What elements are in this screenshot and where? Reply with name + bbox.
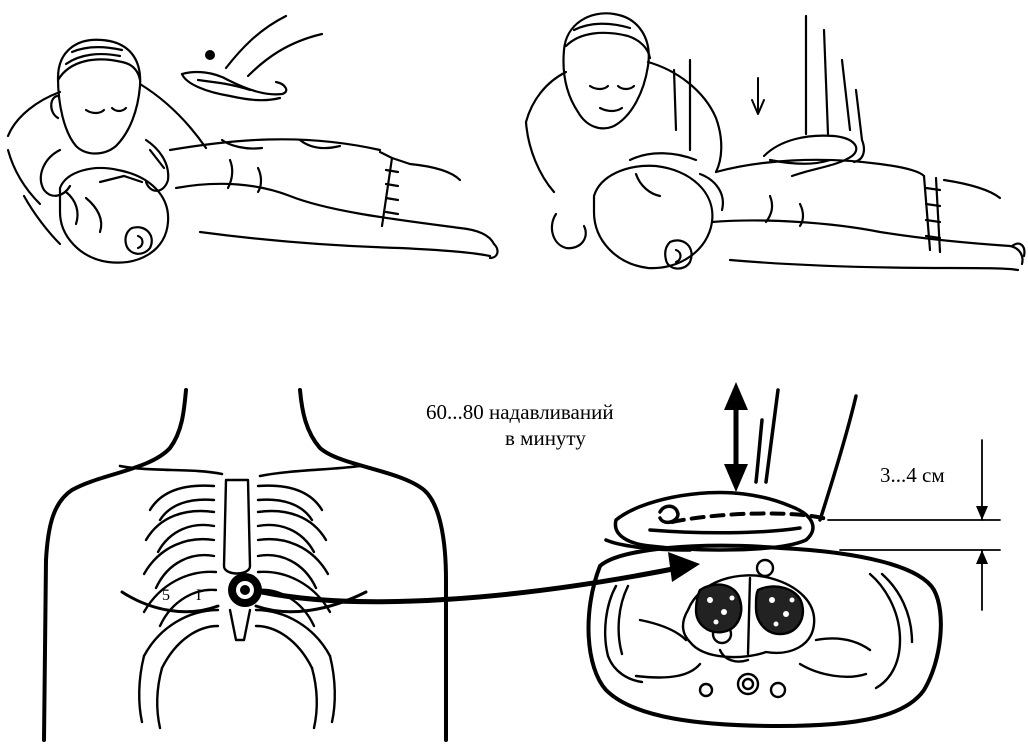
collarbones (120, 466, 360, 476)
compression-rate-label: 60...80 надавливаний (426, 400, 614, 425)
inner-structures (605, 560, 912, 697)
rescuer-head-breathing (51, 40, 140, 154)
torso-outline (44, 390, 446, 740)
marker-five-label: 5 (162, 587, 170, 604)
lung-speckle (730, 596, 735, 601)
lung-speckle (714, 620, 719, 625)
sternum (224, 480, 250, 640)
rescuer-head-compressions (564, 13, 650, 128)
compression-rate-arrow (724, 382, 748, 492)
rescuer-body-breathing (8, 84, 206, 244)
rescuer-body-compressions (526, 60, 721, 192)
location-pointer-arrowhead (668, 552, 700, 582)
compression-down-arrow (752, 78, 764, 114)
patient-head-breathing (60, 168, 168, 263)
patient-body-breathing (170, 139, 497, 258)
patient-head-compressions (552, 153, 723, 268)
compression-point-marker (228, 573, 262, 607)
compression-rate-unit-label: в минуту (505, 426, 586, 451)
breath-check-hand (182, 16, 322, 100)
panel-chest-cross-section (589, 390, 941, 726)
marker-one-label: I (196, 587, 201, 604)
lung-speckle (707, 597, 713, 603)
lung-speckle (774, 622, 779, 627)
compression-hands (764, 16, 864, 176)
patient-body-compressions (712, 160, 1024, 270)
panel-chest-compressions (526, 13, 1024, 270)
lung-speckle (790, 598, 795, 603)
panel-rescue-breathing (8, 16, 497, 263)
breath-indicator-dot (205, 50, 215, 60)
panel-torso-ribcage: 5 I (44, 390, 446, 740)
lung-speckle (769, 597, 775, 603)
lung-speckle (721, 609, 727, 615)
lung-speckle (783, 611, 789, 617)
compression-depth-label: 3...4 см (880, 463, 945, 488)
